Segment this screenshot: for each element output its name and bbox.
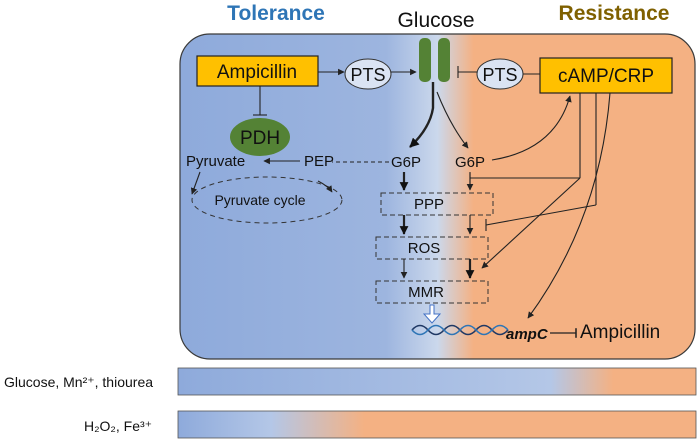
glucose-channel-right: [438, 38, 450, 82]
pyruvate-cycle-ellipse: [191, 176, 343, 224]
tolerance-heading: Tolerance: [227, 2, 325, 25]
ampicillin-box-left: [196, 55, 319, 87]
resistance-heading: Resistance: [559, 2, 670, 25]
dna-helix-icon: [411, 324, 509, 336]
ppp-box: [380, 192, 494, 216]
pep-label: PEP: [304, 153, 334, 170]
gradient-bar-bottom: [177, 410, 697, 439]
glucose-heading: Glucose: [397, 9, 474, 32]
edge-g6p-camp: [491, 95, 572, 161]
glucose-channel-left: [419, 38, 431, 82]
mmr-label: MMR: [408, 284, 444, 301]
g6p-left-label: G6P: [391, 154, 421, 171]
edge-camp-to-ampc: [527, 92, 611, 319]
pts-left-node: [344, 58, 392, 90]
ros-label: ROS: [408, 240, 441, 257]
cell-membrane: [179, 33, 696, 360]
mmr-to-dna-arrow: [422, 304, 442, 324]
edge-channel-g6p-right: [436, 91, 469, 149]
edge-pyruvate-cycle-in: [190, 171, 201, 195]
g6p-right-label: G6P: [455, 154, 485, 171]
camp-crp-box: [539, 57, 673, 94]
ampc-label: ampC: [506, 326, 549, 343]
ampicillin-right-label: Ampicillin: [580, 322, 660, 343]
edge-pyruvate-cycle-loop: [317, 180, 333, 193]
ppp-label: PPP: [414, 196, 444, 213]
ros-box: [375, 236, 489, 260]
camp-crp-label: cAMP/CRP: [558, 66, 654, 87]
edge-camp-inh-ros: [485, 204, 597, 226]
gradient-bar-bottom-label: H₂O₂, Fe³⁺: [84, 418, 152, 434]
gradient-bar-top-label: Glucose, Mn²⁺, thiourea: [4, 374, 153, 390]
pdh-label: PDH: [240, 128, 280, 149]
pdh-node: [230, 118, 290, 156]
edge-camp-to-mmr: [481, 177, 581, 269]
pts-left-label: PTS: [350, 65, 385, 85]
edge-channel-g6p-left: [409, 82, 435, 148]
pts-right-label: PTS: [482, 65, 517, 85]
ampicillin-left-label: Ampicillin: [217, 62, 297, 83]
mmr-box: [375, 280, 489, 304]
pyruvate-label: Pyruvate: [186, 153, 245, 170]
pyruvate-cycle-label: Pyruvate cycle: [214, 192, 305, 208]
gradient-bar-top: [177, 367, 697, 396]
